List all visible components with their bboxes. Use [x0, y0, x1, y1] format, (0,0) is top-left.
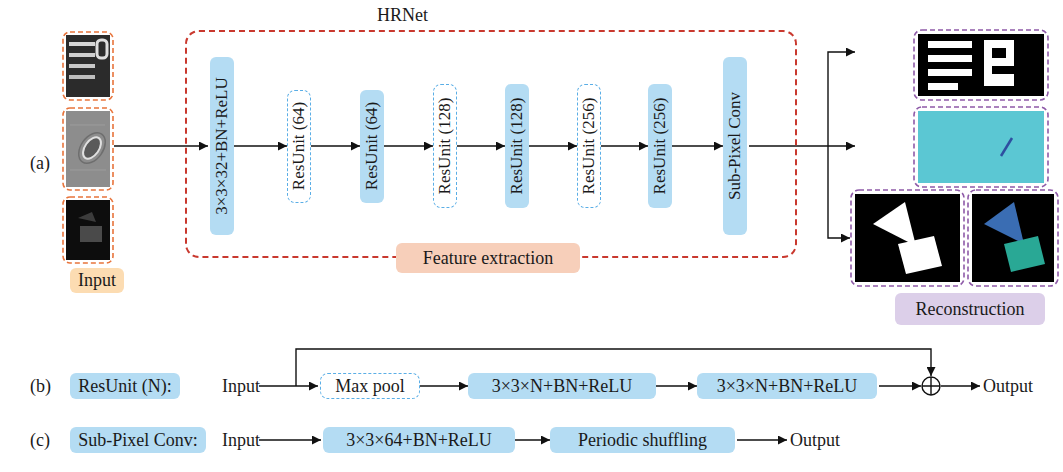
- node-text: ResUnit (256): [579, 98, 599, 195]
- node-text: Reconstruction: [916, 299, 1025, 320]
- io-label: Input: [222, 375, 260, 397]
- resunit-block: ResUnit (64): [360, 90, 384, 203]
- subpixel-layer: Sub-Pixel Conv: [723, 57, 747, 235]
- node-text: 3×3×N+BN+ReLU: [717, 376, 858, 397]
- node-text: Sub-Pixel Conv:: [78, 430, 198, 451]
- flow-arrow: [601, 145, 648, 146]
- flow-arrow: [457, 145, 505, 146]
- flow-arrow: [515, 439, 550, 440]
- flow-arrow: [656, 385, 697, 386]
- panel-letter: (b): [30, 375, 51, 397]
- node-text: 3×3×64+BN+ReLU: [346, 430, 492, 451]
- resunit-pooled: ResUnit (64): [287, 90, 311, 203]
- sum-symbol: [922, 377, 940, 395]
- network-frame: HRNet3×3×32+BN+ReLUResUnit (64)ResUnit (…: [185, 30, 797, 258]
- io-label: Input: [222, 429, 260, 451]
- conv-box: 3×3×N+BN+ReLU: [697, 373, 877, 399]
- node-text: ResUnit (N):: [78, 376, 172, 397]
- conv-box: 3×3×N+BN+ReLU: [468, 373, 656, 399]
- node-text: Feature extraction: [423, 248, 553, 269]
- network-title: HRNet: [377, 5, 428, 26]
- conv-layer: 3×3×32+BN+ReLU: [210, 57, 234, 235]
- flow-arrow: [420, 385, 468, 386]
- io-label: Output: [983, 375, 1033, 397]
- definition-tag: ResUnit (N):: [70, 373, 180, 399]
- definition-tag: Sub-Pixel Conv:: [70, 427, 206, 453]
- flow-arrow: [234, 145, 287, 146]
- node-text: Periodic shuffling: [578, 430, 707, 451]
- input-images: [63, 32, 113, 263]
- node-text: ResUnit (256): [650, 98, 670, 195]
- node-text: Input: [78, 270, 116, 291]
- node-text: 3×3×32+BN+ReLU: [212, 77, 232, 215]
- resunit-block: ResUnit (128): [505, 84, 529, 208]
- node-text: 3×3×N+BN+ReLU: [492, 376, 633, 397]
- node-text: ResUnit (64): [362, 102, 382, 190]
- resunit-pooled: ResUnit (256): [577, 84, 601, 208]
- pool-box: Max pool: [320, 373, 420, 399]
- output-images: [851, 30, 1058, 286]
- flow-arrow: [311, 145, 360, 146]
- node-text: ResUnit (64): [289, 102, 309, 190]
- conv-box: 3×3×64+BN+ReLU: [323, 427, 515, 453]
- wires: [114, 52, 980, 440]
- panel-letter: (a): [30, 152, 50, 174]
- flow-arrow: [672, 145, 723, 146]
- io-label: Output: [790, 429, 840, 451]
- flow-arrow: [384, 145, 433, 146]
- flow-arrow: [529, 145, 577, 146]
- panel-letter: (c): [30, 429, 50, 451]
- node-text: Sub-Pixel Conv: [725, 92, 745, 200]
- output-tag: Reconstruction: [895, 293, 1045, 325]
- resunit-pooled: ResUnit (128): [433, 84, 457, 208]
- node-text: ResUnit (128): [435, 98, 455, 195]
- input-tag: Input: [70, 268, 124, 293]
- node-text: Max pool: [335, 376, 405, 397]
- stage-tag: Feature extraction: [396, 243, 580, 273]
- resunit-block: ResUnit (256): [648, 84, 672, 208]
- node-text: ResUnit (128): [507, 98, 527, 195]
- shuffle-box: Periodic shuffling: [550, 427, 735, 453]
